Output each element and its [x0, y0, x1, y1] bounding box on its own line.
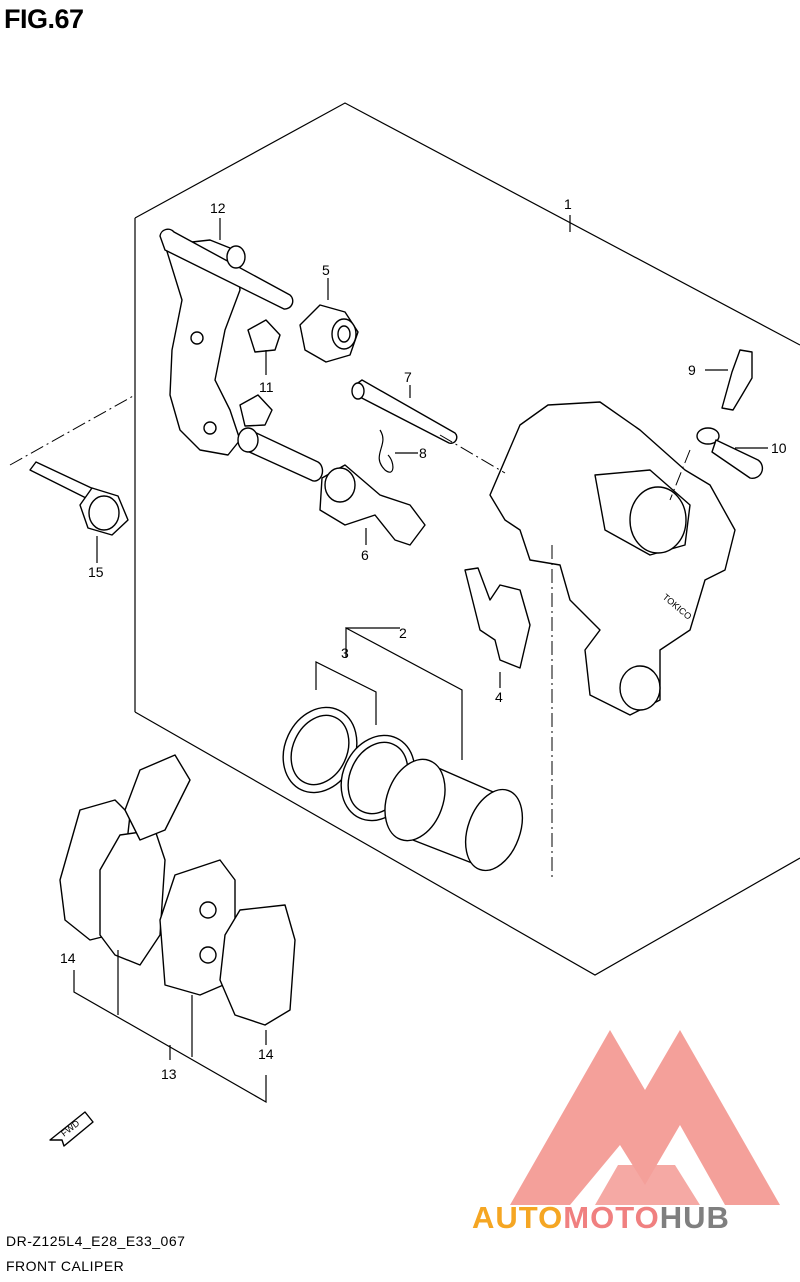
spring-clip: [378, 429, 394, 473]
pad-spring: [464, 567, 531, 669]
watermark-auto: AUTO: [472, 1200, 564, 1235]
callout-14: 14: [60, 950, 76, 966]
callout-1: 1: [564, 196, 572, 212]
caliper-piston: [384, 758, 524, 872]
callout-6: 6: [361, 547, 369, 563]
automotohub-logo: [510, 1030, 780, 1205]
logo-triangle-icon: [510, 1030, 780, 1205]
callout-5: 5: [322, 262, 330, 278]
assembly-outline: [9, 102, 800, 976]
callout-13: 13: [161, 1066, 177, 1082]
caliper-bracket: [159, 228, 324, 482]
callout-10: 10: [771, 440, 787, 456]
brake-pad-set: [59, 754, 296, 1026]
callout-8: 8: [419, 445, 427, 461]
callout-labels: 1 2 3 4 5 6 7 8 9 10 11 12 13 14 14 15: [60, 196, 787, 1082]
callout-4: 4: [495, 689, 503, 705]
callout-3: 3: [341, 645, 349, 661]
diagram-title: FRONT CALIPER: [6, 1258, 125, 1274]
figure-title: FIG.67: [4, 4, 84, 34]
slide-pin-boot: [319, 464, 426, 546]
bleeder-cap: [696, 427, 764, 479]
callout-15: 15: [88, 564, 104, 580]
callout-14-second: 14: [258, 1046, 274, 1062]
watermark-moto: MOTO: [563, 1200, 660, 1235]
callout-7: 7: [404, 369, 412, 385]
leader-lines: [73, 215, 768, 1104]
forward-arrow: FWD: [49, 1111, 94, 1147]
diagram-code: DR-Z125L4_E28_E33_067: [6, 1233, 186, 1249]
caliper-body: TOKICO: [489, 401, 736, 716]
callout-9: 9: [688, 362, 696, 378]
bleeder-screw: [721, 349, 753, 411]
watermark-hub: HUB: [659, 1200, 730, 1235]
mounting-bolt: [29, 461, 129, 536]
watermark-text: AUTOMOTOHUB: [472, 1200, 730, 1236]
callout-12: 12: [210, 200, 226, 216]
pin-boot: [299, 304, 359, 363]
callout-2: 2: [399, 625, 407, 641]
caliper-pin: [351, 379, 458, 444]
callout-11: 11: [259, 379, 274, 395]
